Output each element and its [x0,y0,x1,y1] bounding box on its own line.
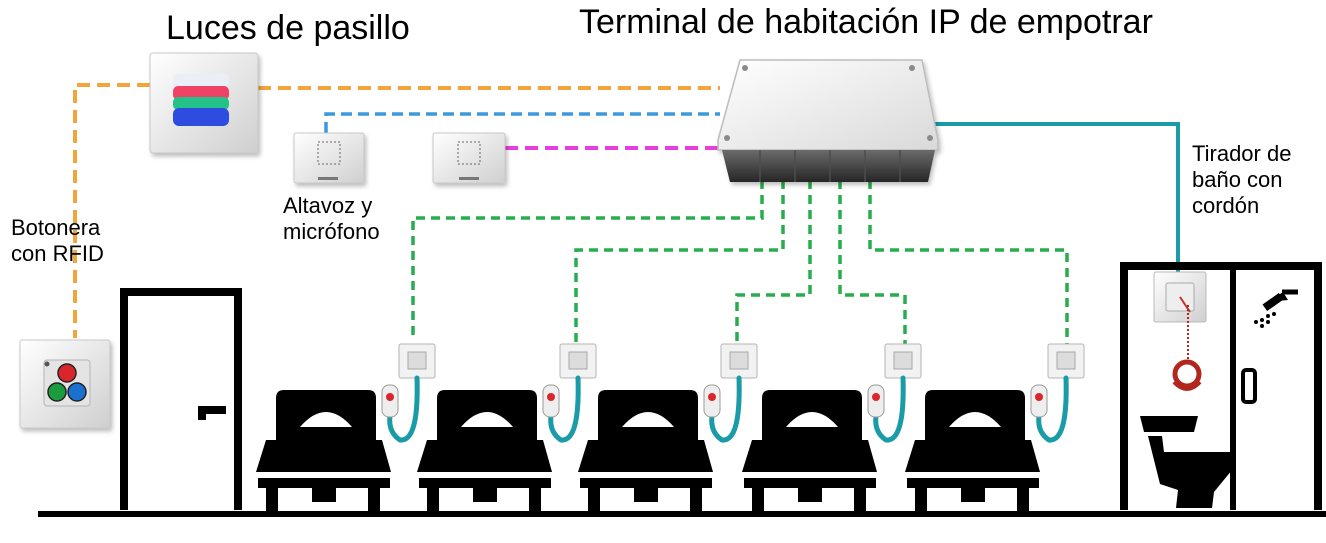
call-device-module [432,132,506,184]
call-button-icon [867,384,885,418]
hallway-light-cable [73,83,150,338]
junction-box-icon [717,59,939,151]
speaker-cable [324,112,720,133]
bed-cable-2 [574,180,785,345]
shower-icon [1254,289,1298,328]
pull-cord-cable [935,122,1180,272]
device-panel-icon [432,132,506,184]
rfid-keypad [19,339,111,429]
pull-cord-icon [1153,271,1207,391]
call-button-cable [873,375,906,443]
door [120,288,242,510]
speaker-mic-label-line1: Altavoz y [283,193,373,218]
bath-pull-cord-label-line1: Tirador de [1192,141,1292,166]
bed-unit [905,343,1085,512]
speaker-mic-label-line2: micrófono [283,218,380,244]
call-button-cable [548,375,581,443]
speaker-microphone-icon [293,132,365,184]
bed-icon [256,390,391,512]
beds [256,343,1085,512]
bath-pull-cord-label: Tirador de baño con cordón [1192,141,1326,219]
room-terminal-box [717,59,939,182]
call-button-cable [387,375,420,443]
bed-cable-5 [868,180,1069,345]
hallway-lights-label: Luces de pasillo [166,9,410,47]
call-button-icon [542,384,560,418]
hallway-light [149,52,259,154]
cables [73,83,1180,345]
bed-icon [578,390,713,512]
bed-unit [578,343,758,512]
bed-icon [742,390,877,512]
bath-pull-cord-label-line3: cordón [1192,192,1260,218]
room-terminal-label: Terminal de habitación IP de empotrar [579,3,1153,41]
toilet-icon [1140,416,1232,508]
bath-pull-cord-label-line2: baño con [1192,166,1283,192]
speaker-microphone-module [293,132,365,184]
speaker-mic-label: Altavoz y micrófono [283,193,433,245]
bed-unit [742,343,922,512]
call-button-icon [703,384,721,418]
call-button-icon [381,384,399,418]
call-button-cable [709,375,742,443]
bed-cable-4 [838,180,907,345]
bed-icon [905,390,1040,512]
bed-unit [256,343,436,512]
bed-unit-cables [411,180,1069,345]
bed-cable-3 [735,180,812,345]
shower-door-handle [1241,368,1257,404]
call-button-icon [1030,384,1048,418]
bed-cable-1 [411,180,764,340]
bathroom [1120,262,1322,510]
door-icon [120,288,242,510]
bed-icon [417,390,552,512]
rfid-keypad-label-line1: Botonera [11,215,101,240]
rfid-keypad-label: Botonera con RFID [11,215,161,267]
call-button-cable [1036,375,1069,443]
bed-unit [417,343,597,512]
rfid-keypad-label-line2: con RFID [11,240,104,266]
